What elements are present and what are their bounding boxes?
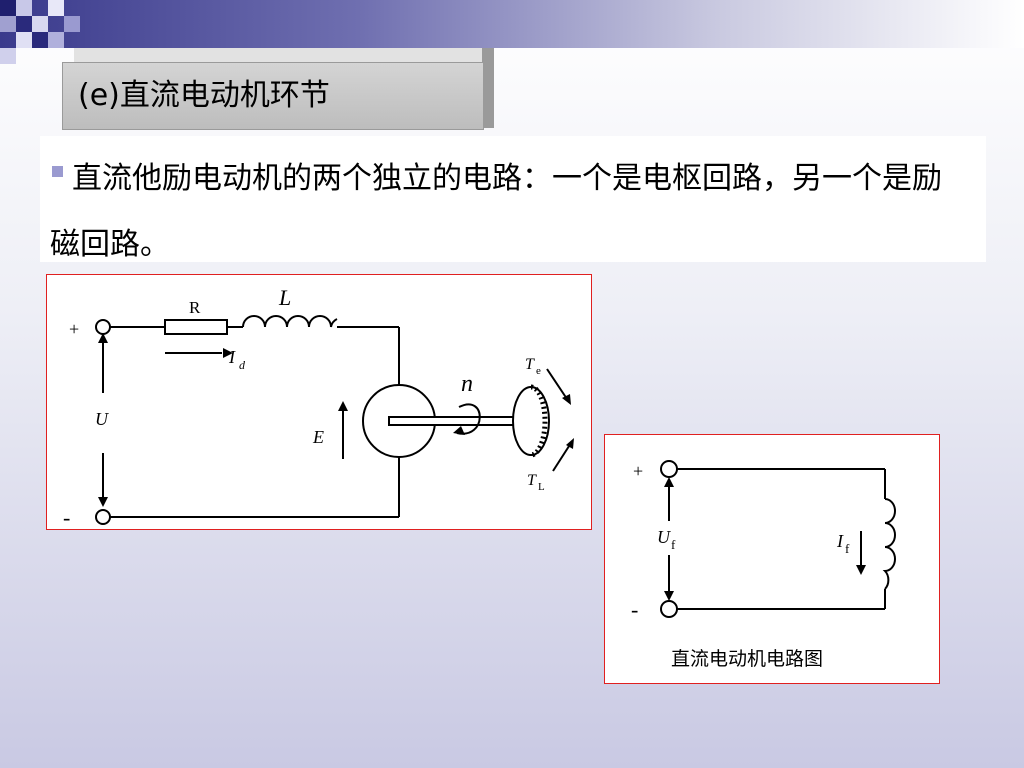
decor-square [32, 16, 48, 32]
decor-square [16, 0, 32, 16]
plus-label: + [633, 461, 643, 481]
title-bevel-side [482, 48, 494, 128]
field-circuit-figure: + - U f I f 直流电动机电路图 [604, 434, 940, 684]
plus-label: + [69, 319, 79, 339]
current-label: I [836, 531, 844, 551]
body-paragraph: 直流他励电动机的两个独立的电路：一个是电枢回路，另一个是励磁回路。 [50, 161, 942, 262]
rotation-arrow [456, 403, 481, 435]
torque-l-subscript: L [538, 481, 545, 493]
minus-terminal [660, 600, 678, 618]
decor-square [0, 48, 16, 64]
field-coil-symbol [882, 498, 896, 590]
decor-square [16, 32, 32, 48]
minus-label: - [631, 597, 638, 622]
title-box [62, 62, 484, 130]
decor-square [48, 0, 64, 16]
current-subscript: f [845, 541, 850, 556]
title-bevel-top [74, 48, 494, 62]
decor-square [64, 16, 80, 32]
bullet-icon [52, 166, 63, 177]
resistor-label: R [189, 298, 201, 317]
torque-e-label: T [525, 356, 535, 373]
current-subscript: d [239, 358, 246, 372]
text-panel [40, 136, 986, 262]
header-banner [0, 0, 1024, 48]
motor-shaft [388, 416, 530, 426]
decor-square [16, 16, 32, 32]
torque-e-subscript: e [536, 365, 541, 377]
torque-l-label: T [527, 472, 537, 489]
voltage-label: U [657, 527, 671, 547]
speed-label: n [461, 371, 473, 397]
decor-square [0, 16, 16, 32]
voltage-subscript: f [671, 537, 676, 552]
decor-square [32, 32, 48, 48]
slide-title: (e)直流电动机环节 [78, 78, 330, 113]
inductor-symbol [242, 315, 338, 328]
decor-square [48, 32, 64, 48]
plus-terminal [660, 460, 678, 478]
decor-square [0, 0, 16, 16]
minus-terminal [95, 509, 111, 525]
armature-circuit-svg: + - R L I d U E n T e T L [63, 285, 574, 530]
current-label: I [228, 347, 236, 367]
plus-terminal [95, 319, 111, 335]
resistor-symbol [164, 319, 228, 335]
armature-circuit-figure: + - R L I d U E n T e T L [46, 274, 592, 530]
figure-caption: 直流电动机电路图 [671, 648, 823, 670]
minus-label: - [63, 505, 70, 529]
emf-label: E [312, 427, 324, 447]
inductor-label: L [278, 285, 291, 310]
voltage-label: U [95, 409, 109, 429]
field-circuit-svg: + - U f I f 直流电动机电路图 [631, 460, 896, 670]
